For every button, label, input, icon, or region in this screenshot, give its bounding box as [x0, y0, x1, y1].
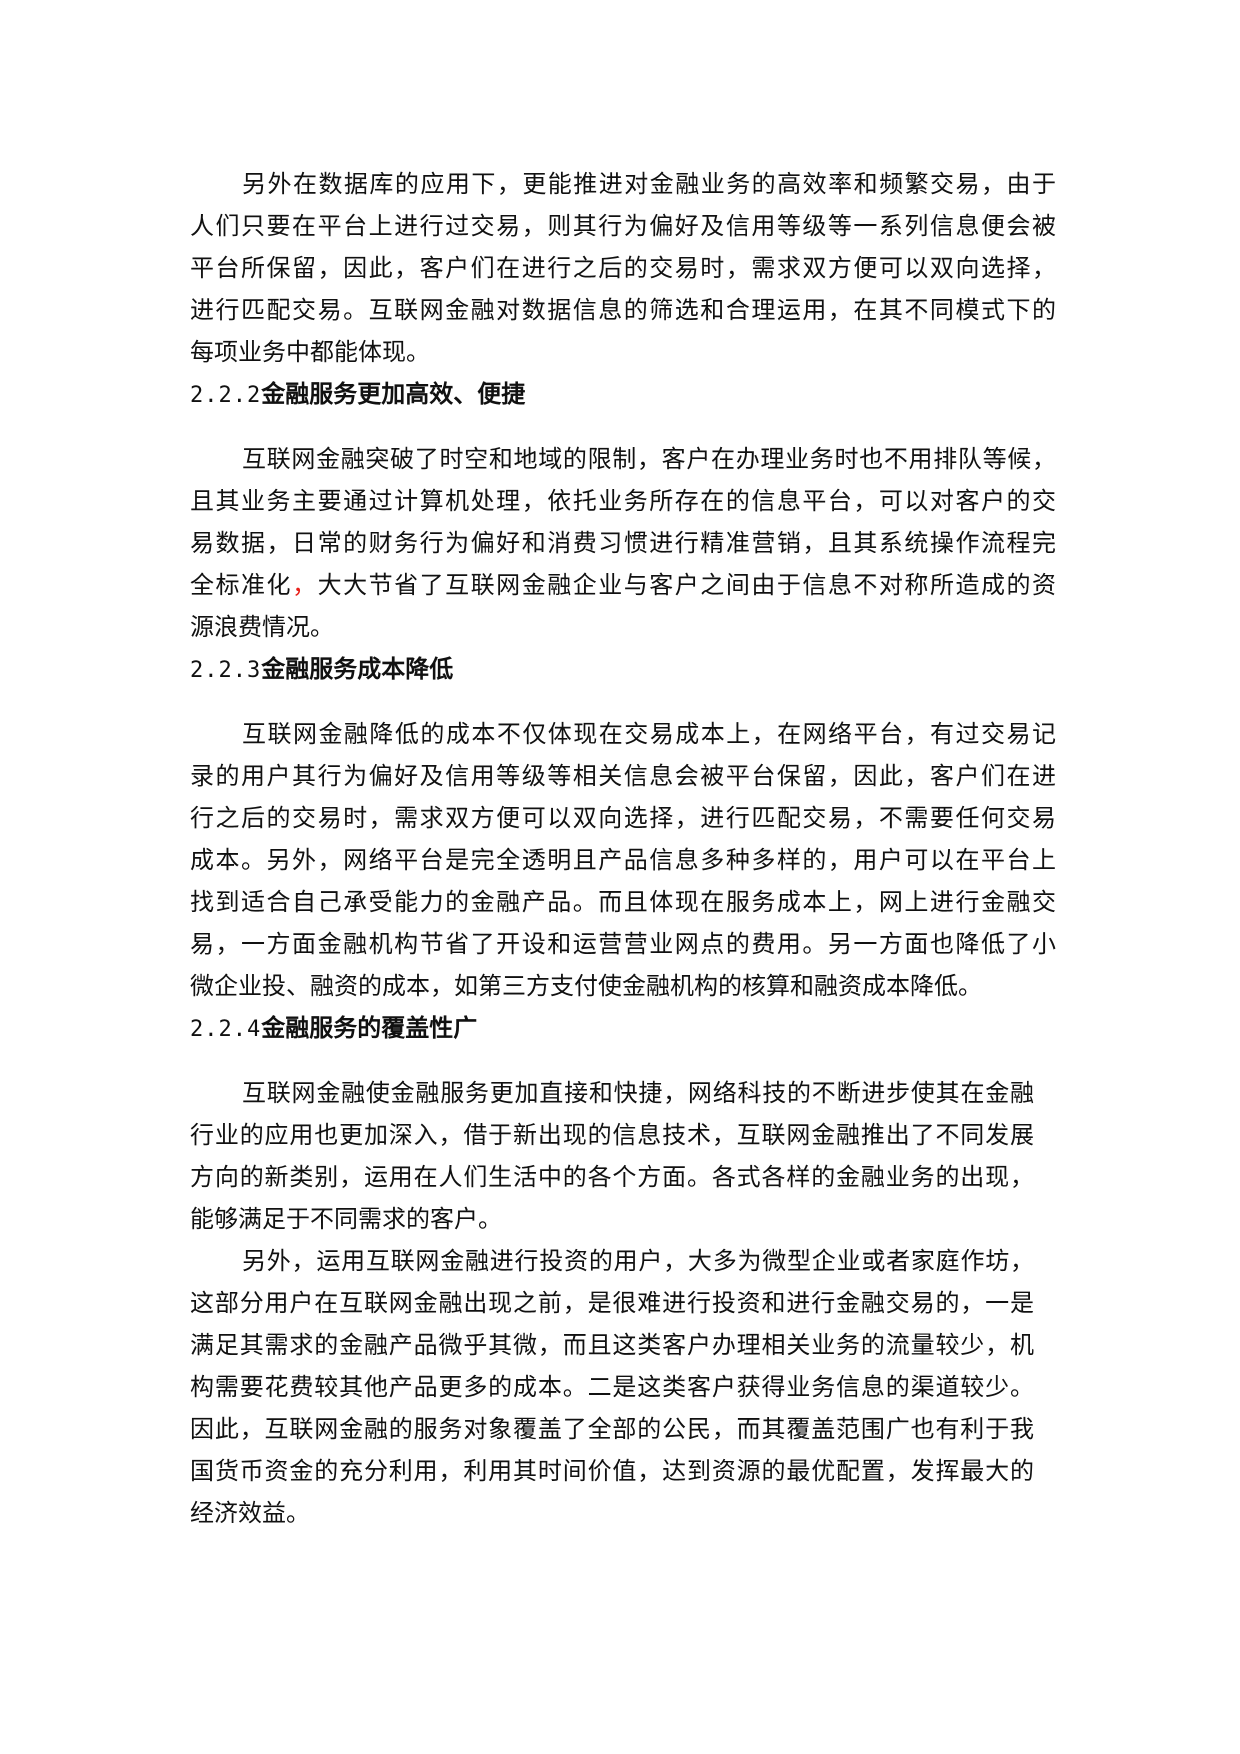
text-line: 满足其需求的金融产品微乎其微，而且这类客户办理相关业务的流量较少，机: [190, 1331, 1034, 1359]
text-line: 录的用户其行为偏好及信用等级等相关信息会被平台保留，因此，客户们在进: [190, 762, 1056, 790]
paragraph: 互联网金融使金融服务更加直接和快捷，网络科技的不断进步使其在金融 行业的应用也更…: [190, 1072, 1056, 1240]
text-line: 人们只要在平台上进行过交易，则其行为偏好及信用等级等一系列信息便会被: [190, 212, 1056, 240]
text-line: 行之后的交易时，需求双方便可以双向选择，进行匹配交易，不需要任何交易: [190, 804, 1056, 832]
text-line: 构需要花费较其他产品更多的成本。二是这类客户获得业务信息的渠道较少。: [190, 1373, 1034, 1401]
text-line: 平台所保留，因此，客户们在进行之后的交易时，需求双方便可以双向选择，: [190, 254, 1056, 282]
text-line: 因此，互联网金融的服务对象覆盖了全部的公民，而其覆盖范围广也有利于我: [190, 1415, 1034, 1443]
paragraph: 互联网金融降低的成本不仅体现在交易成本上，在网络平台，有过交易记 录的用户其行为…: [190, 713, 1056, 1007]
text-segment: 全标准化: [190, 571, 293, 599]
text-line: 且其业务主要通过计算机处理，依托业务所存在的信息平台，可以对客户的交: [190, 487, 1056, 515]
section-number: 2.2.2: [190, 383, 262, 408]
text-line: 另外，运用互联网金融进行投资的用户，大多为微型企业或者家庭作坊，: [242, 1247, 1034, 1275]
section-title: 金融服务成本降低: [261, 655, 454, 683]
section-heading-2-2-3: 2.2.3金融服务成本降低: [190, 648, 1056, 690]
text-line: 国货币资金的充分利用，利用其时间价值，达到资源的最优配置，发挥最大的: [190, 1457, 1034, 1485]
text-line: 微企业投、融资的成本，如第三方支付使金融机构的核算和融资成本降低。: [190, 972, 982, 1000]
text-line: 成本。另外，网络平台是完全透明且产品信息多种多样的，用户可以在平台上: [190, 846, 1056, 874]
text-line: 每项业务中都能体现。: [190, 338, 430, 366]
section-heading-2-2-4: 2.2.4金融服务的覆盖性广: [190, 1007, 1056, 1049]
section-heading-2-2-2: 2.2.2金融服务更加高效、便捷: [190, 373, 1056, 415]
text-line: 全标准化，大大节省了互联网金融企业与客户之间由于信息不对称所造成的资: [190, 564, 1056, 606]
red-comma: ，: [292, 571, 318, 599]
paragraph: 另外，运用互联网金融进行投资的用户，大多为微型企业或者家庭作坊， 这部分用户在互…: [190, 1240, 1056, 1534]
text-line: 易，一方面金融机构节省了开设和运营营业网点的费用。另一方面也降低了小: [190, 930, 1056, 958]
section-number: 2.2.4: [190, 1017, 262, 1042]
text-line: 找到适合自己承受能力的金融产品。而且体现在服务成本上，网上进行金融交: [190, 888, 1056, 916]
text-line: 另外在数据库的应用下，更能推进对金融业务的高效率和频繁交易，由于: [242, 170, 1056, 198]
text-line: 互联网金融突破了时空和地域的限制，客户在办理业务时也不用排队等候，: [242, 445, 1056, 473]
text-line: 这部分用户在互联网金融出现之前，是很难进行投资和进行金融交易的，一是: [190, 1289, 1034, 1317]
section-title: 金融服务的覆盖性广: [261, 1014, 478, 1042]
text-line: 进行匹配交易。互联网金融对数据信息的筛选和合理运用，在其不同模式下的: [190, 296, 1056, 324]
text-line: 易数据，日常的财务行为偏好和消费习惯进行精准营销，且其系统操作流程完: [190, 529, 1056, 557]
text-line: 经济效益。: [190, 1499, 310, 1527]
section-number: 2.2.3: [190, 658, 262, 683]
text-line: 方向的新类别，运用在人们生活中的各个方面。各式各样的金融业务的出现，: [190, 1163, 1034, 1191]
text-line: 源浪费情况。: [190, 613, 334, 641]
paragraph: 互联网金融突破了时空和地域的限制，客户在办理业务时也不用排队等候， 且其业务主要…: [190, 438, 1056, 648]
document-page: 另外在数据库的应用下，更能推进对金融业务的高效率和频繁交易，由于 人们只要在平台…: [190, 163, 1056, 1534]
text-line: 互联网金融使金融服务更加直接和快捷，网络科技的不断进步使其在金融: [242, 1079, 1034, 1107]
section-title: 金融服务更加高效、便捷: [261, 380, 526, 408]
paragraph: 另外在数据库的应用下，更能推进对金融业务的高效率和频繁交易，由于 人们只要在平台…: [190, 163, 1056, 373]
text-line: 互联网金融降低的成本不仅体现在交易成本上，在网络平台，有过交易记: [242, 720, 1056, 748]
text-line: 能够满足于不同需求的客户。: [190, 1205, 502, 1233]
text-line: 行业的应用也更加深入，借于新出现的信息技术，互联网金融推出了不同发展: [190, 1121, 1034, 1149]
text-segment: 大大节省了互联网金融企业与客户之间由于信息不对称所造成的资: [317, 571, 1057, 599]
